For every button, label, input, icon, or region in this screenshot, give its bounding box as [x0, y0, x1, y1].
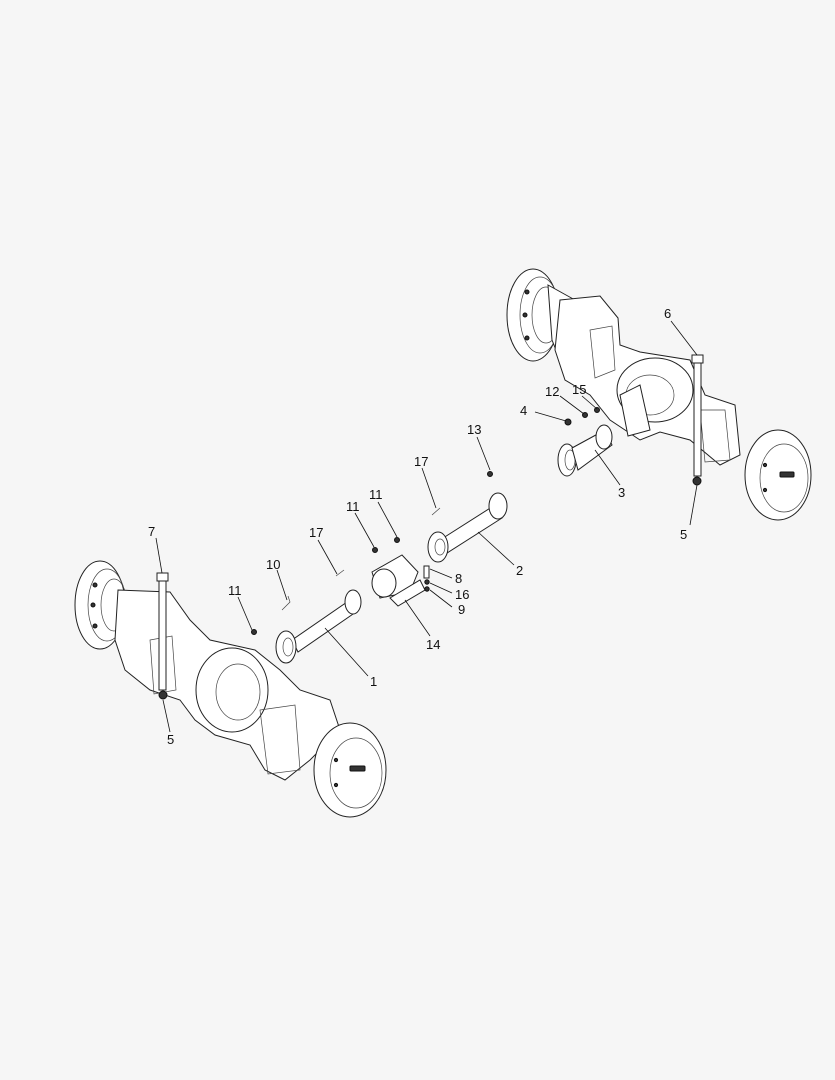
callout-13: 13 [467, 422, 481, 437]
fittings-hardware [251, 471, 493, 635]
callout-12: 12 [545, 384, 559, 399]
front-axle-mount-bolt [156, 572, 169, 700]
callout-5-rear: 5 [680, 527, 687, 542]
callout-4: 4 [520, 403, 527, 418]
callout-8: 8 [455, 571, 462, 586]
center-driveshaft [427, 492, 508, 563]
rear-axle-mount-bolt [691, 354, 704, 486]
callout-14: 14 [426, 637, 440, 652]
callout-5-front: 5 [167, 732, 174, 747]
callout-3: 3 [618, 485, 625, 500]
rear-axle-right-hub [744, 429, 812, 521]
front-axle-assembly [74, 560, 387, 818]
short-driveshaft [557, 407, 613, 477]
callout-labels: 6 5 3 4 12 15 13 17 2 11 11 8 16 9 14 17… [148, 306, 687, 747]
callout-17-right: 17 [414, 454, 428, 469]
center-support-bearing [371, 554, 430, 607]
front-axle-housing [114, 589, 341, 781]
callout-9: 9 [458, 602, 465, 617]
callout-17-left: 17 [309, 525, 323, 540]
callout-16: 16 [455, 587, 469, 602]
front-axle-right-hub [313, 722, 387, 818]
callout-11-left-center: 11 [346, 499, 360, 514]
callout-7: 7 [148, 524, 155, 539]
callout-10: 10 [266, 557, 280, 572]
callout-1: 1 [370, 674, 377, 689]
rear-axle-assembly [506, 268, 812, 521]
callout-11-left: 11 [228, 583, 242, 598]
callout-2: 2 [516, 563, 523, 578]
rear-axle-housing [554, 295, 741, 466]
callout-6: 6 [664, 306, 671, 321]
callout-11-center: 11 [369, 487, 383, 502]
leader-lines [155, 320, 698, 733]
front-driveshaft [275, 589, 362, 664]
callout-15: 15 [572, 382, 586, 397]
